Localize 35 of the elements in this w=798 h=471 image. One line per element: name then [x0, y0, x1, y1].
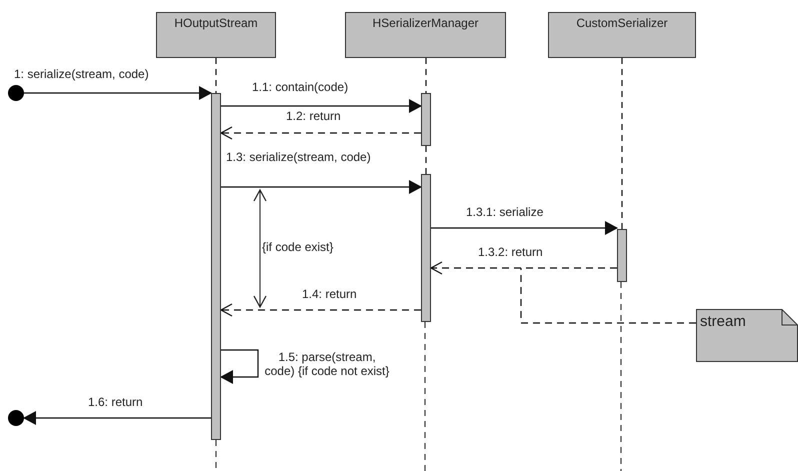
self-message-arrow [220, 349, 259, 384]
edge-label: 1.4: return [302, 287, 357, 301]
lifeline [425, 58, 427, 93]
edge-label: 1.3.2: return [478, 245, 543, 259]
message-arrow [431, 221, 618, 235]
lifeline [425, 146, 427, 174]
return-arrow [430, 261, 617, 275]
lifeline [215, 58, 217, 93]
edge-label: 1.6: return [88, 395, 143, 409]
edge-label: 1.3.1: serialize [466, 205, 544, 219]
leader-line [520, 268, 696, 324]
edge-label: 1.3: serialize(stream, code) [226, 150, 371, 164]
return-arrow [220, 126, 421, 140]
message-arrow [24, 86, 212, 100]
activation-bar [211, 93, 221, 440]
lifeline [621, 58, 623, 229]
activation-bar [617, 229, 627, 282]
condition-text: {if code exist} [262, 240, 334, 254]
edge-label: 1.5: parse(stream, code) {if code not exist} [262, 350, 392, 378]
object-box: CustomSerializer [548, 12, 696, 58]
object-box: HSerializerManager [345, 12, 506, 58]
activation-bar [421, 174, 431, 322]
message-arrow [221, 180, 422, 194]
message-arrow [221, 99, 422, 113]
return-arrow [220, 303, 421, 317]
edge-label: 1: serialize(stream, code) [14, 67, 149, 81]
message-arrow [23, 411, 211, 425]
edge-label: 1.2: return [286, 109, 341, 123]
note-text: stream [700, 313, 746, 330]
edge-label: 1.1: contain(code) [252, 80, 348, 94]
endpoint-dot [8, 410, 24, 426]
note-box [696, 309, 798, 362]
activation-bar [421, 93, 431, 146]
object-box: HOutputStream [156, 12, 276, 58]
endpoint-dot [8, 85, 24, 101]
